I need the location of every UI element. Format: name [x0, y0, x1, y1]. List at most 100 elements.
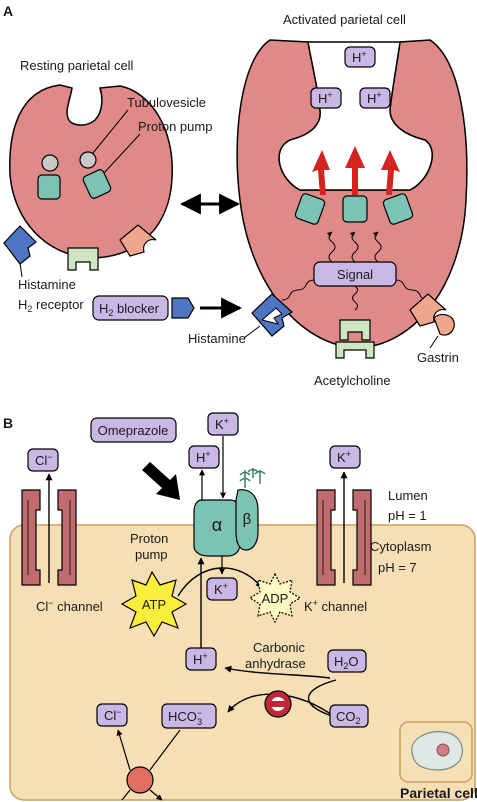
- signal-wave-3: [372, 231, 382, 263]
- reaction-arc-main: [307, 679, 337, 717]
- histamine-label-activated: Histamine: [188, 331, 246, 346]
- hco3-box: HCO−3: [161, 703, 217, 729]
- cl-hco3-exchanger: [126, 766, 154, 794]
- beta-label: β: [243, 511, 252, 528]
- svg-text:K+: K+: [215, 416, 229, 432]
- cytoplasm-ph-label: pH = 7: [378, 560, 417, 575]
- histamine-leader: [243, 325, 261, 339]
- proton-pump-active-3: [382, 193, 414, 225]
- atp-label: ATP: [142, 597, 166, 612]
- h2o-box: H2O: [327, 649, 367, 673]
- parietal-cell-inset: [399, 721, 473, 783]
- h2-blocker-shape: [171, 297, 195, 319]
- proton-pump-label-a: Proton pump: [138, 119, 212, 134]
- proton-pump-active-2: [342, 195, 368, 223]
- cl-minus-lumen-box: Cl−: [27, 448, 59, 472]
- red-arrow-left: [312, 150, 330, 195]
- gastrin-leader: [429, 335, 439, 349]
- tubulovesicle-resting-2: [79, 151, 97, 169]
- acetylcholine-label: Acetylcholine: [314, 373, 391, 388]
- panel-a-letter: A: [3, 3, 13, 19]
- resting-parietal-cell: [9, 84, 173, 259]
- svg-text:Signal: Signal: [337, 267, 373, 282]
- cl-minus-cyto-box: Cl−: [96, 703, 128, 727]
- cl-channel-label: Cl− channel: [36, 598, 103, 614]
- svg-text:CO2: CO2: [336, 709, 361, 726]
- canaliculus-hplus-top: H+: [344, 46, 376, 68]
- reaction-to-h-plus: [224, 665, 331, 679]
- canaliculus-hplus-right: H+: [359, 87, 391, 109]
- proton-pump-label-b-1: Proton: [130, 531, 168, 546]
- histamine-label-resting: Histamine: [18, 277, 76, 292]
- svg-text:K+: K+: [337, 449, 351, 465]
- svg-text:H+: H+: [318, 90, 333, 106]
- parietal-cell-label: Parietal cell: [400, 785, 477, 801]
- omeprazole-box: Omeprazole: [90, 417, 177, 443]
- co2-box: CO2: [329, 704, 369, 728]
- ach-receptor-resting: [67, 247, 99, 271]
- k-channel: [316, 489, 372, 586]
- cl-channel: [21, 489, 77, 586]
- tubulovesicle-leader: [92, 109, 129, 154]
- svg-text:H2O: H2O: [334, 654, 359, 671]
- proton-pump-resting-2: [82, 169, 112, 199]
- tubulovesicle-label: Tubulovesicle: [127, 95, 206, 110]
- gastrin-receptor-activated: [409, 293, 447, 327]
- h2-receptor-resting: [3, 225, 37, 265]
- adp-label: ADP: [262, 591, 289, 606]
- secretory-canaliculus: [278, 41, 433, 191]
- signal-wave-1: [326, 231, 336, 263]
- signal-box: Signal: [313, 261, 397, 287]
- gastrin-label: Gastrin: [417, 350, 459, 365]
- svg-text:H+: H+: [193, 651, 208, 667]
- svg-text:Cl−: Cl−: [104, 707, 122, 723]
- h2-receptor-leader: [19, 262, 23, 278]
- h-plus-cyto-box: H+: [185, 647, 217, 671]
- svg-text:Cl−: Cl−: [35, 452, 53, 468]
- gastrin-bound: [433, 313, 455, 336]
- proton-pump-resting-1: [37, 174, 61, 200]
- omeprazole-arrow: [142, 462, 180, 500]
- svg-text:Omeprazole: Omeprazole: [98, 423, 169, 438]
- signal-wave-gastrin: [395, 279, 429, 301]
- activated-cell-title: Activated parietal cell: [283, 12, 406, 27]
- ach-receptor-activated: [339, 319, 371, 341]
- k-plus-cyto-box: K+: [206, 577, 238, 601]
- svg-text:H+: H+: [352, 49, 367, 65]
- adp-starburst: [248, 572, 302, 624]
- carbonic-anhydrase-label-2: anhydrase: [245, 656, 306, 671]
- alpha-label: α: [212, 515, 222, 535]
- lumen-ph-label: pH = 1: [388, 508, 427, 523]
- signal-wave-histamine: [281, 279, 315, 301]
- proton-pump-label-b-2: pump: [135, 547, 168, 562]
- proton-pump-beta: [235, 489, 259, 551]
- proton-pump-active-1: [294, 193, 326, 225]
- red-arrow-middle: [345, 146, 365, 195]
- red-arrow-right: [381, 150, 400, 195]
- pump-glycosylation: [239, 468, 266, 488]
- signal-wave-ach: [352, 285, 358, 311]
- lumen-label: Lumen: [388, 488, 428, 503]
- exchanger-hco3-out-arrow: [149, 789, 163, 801]
- signal-wave-2: [349, 231, 359, 263]
- panel-b-letter: B: [3, 415, 13, 431]
- svg-text:H+: H+: [196, 449, 211, 465]
- gastrin-receptor-resting: [119, 224, 157, 257]
- carbonic-anhydrase-inhibitor-icon: [264, 690, 292, 718]
- svg-text:H2 blocker: H2 blocker: [99, 301, 160, 318]
- atp-to-adp-arc: [177, 567, 263, 597]
- resting-cell-title: Resting parietal cell: [20, 58, 134, 73]
- h2-receptor-label: H2 receptor: [18, 297, 84, 314]
- canaliculus-hplus-left: H+: [310, 87, 342, 109]
- h-plus-lumen-box: H+: [188, 445, 220, 469]
- carbonic-anhydrase-label-1: Carbonic: [253, 640, 306, 655]
- k-channel-label: K+ channel: [304, 598, 367, 614]
- svg-text:K+: K+: [214, 581, 228, 597]
- histamine-bound: [260, 307, 283, 325]
- exchanger-hco3-out: [149, 729, 181, 771]
- svg-text:H+: H+: [367, 90, 382, 106]
- k-plus-lumen-box: K+: [207, 412, 239, 436]
- atp-starburst: [120, 570, 188, 638]
- proton-pump-leader: [103, 133, 141, 174]
- cytoplasm-label: Cytoplasm: [370, 539, 431, 554]
